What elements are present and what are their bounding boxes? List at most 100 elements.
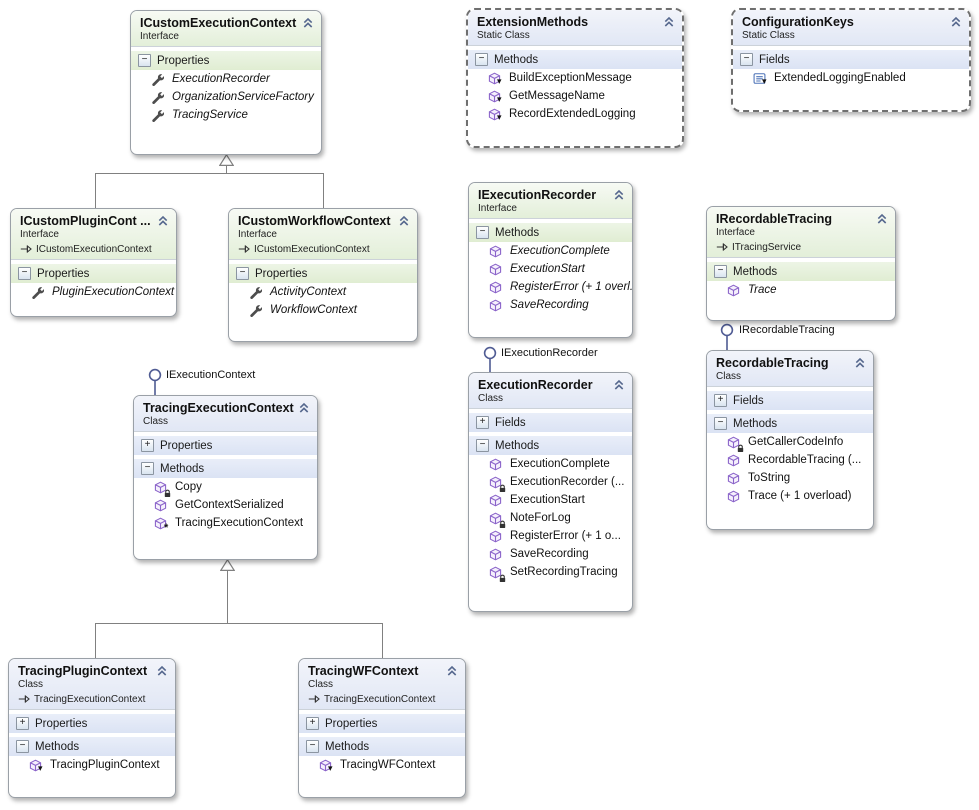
section-header-methods[interactable]: Methods — [299, 737, 465, 756]
collapse-minus-icon[interactable] — [476, 226, 489, 239]
double-chevron-up-icon[interactable] — [613, 379, 625, 391]
member-row[interactable]: ToString — [707, 469, 873, 487]
member-row[interactable]: NoteForLog — [469, 509, 632, 529]
section-header-fields[interactable]: Fields — [733, 50, 969, 69]
expand-plus-icon[interactable] — [16, 717, 29, 730]
expand-plus-icon[interactable] — [476, 416, 489, 429]
double-chevron-up-icon[interactable] — [156, 665, 168, 677]
base-type-row: ICustomExecutionContext — [20, 243, 156, 255]
box-header: RecordableTracing Class — [707, 351, 873, 387]
member-row[interactable]: GetCallerCodeInfo — [707, 433, 873, 453]
collapse-minus-icon[interactable] — [306, 740, 319, 753]
section-header-methods[interactable]: Methods — [9, 737, 175, 756]
section-header-fields[interactable]: Fields — [469, 413, 632, 432]
box-kind: Class — [18, 679, 44, 690]
section-header-fields[interactable]: Fields — [707, 391, 873, 410]
inheritance-arrow-icon — [20, 243, 32, 255]
section-header-methods[interactable]: Methods — [707, 414, 873, 433]
double-chevron-up-icon[interactable] — [663, 16, 675, 28]
member-row[interactable]: SaveRecording — [469, 296, 632, 314]
section-header-methods[interactable]: Methods — [468, 50, 682, 69]
double-chevron-up-icon[interactable] — [613, 189, 625, 201]
double-chevron-up-icon[interactable] — [854, 357, 866, 369]
collapse-minus-icon[interactable] — [236, 267, 249, 280]
member-row[interactable]: PluginExecutionContext — [11, 283, 176, 301]
class-box-extensionmethods[interactable]: ExtensionMethods Static Class Methods Bu… — [466, 8, 684, 148]
section-header-methods[interactable]: Methods — [469, 436, 632, 455]
member-row[interactable]: TracingPluginContext — [9, 756, 175, 774]
member-row[interactable]: GetMessageName — [468, 87, 682, 105]
member-row[interactable]: ExecutionStart — [469, 260, 632, 278]
collapse-minus-icon[interactable] — [714, 417, 727, 430]
member-row[interactable]: TracingExecutionContext — [134, 514, 317, 534]
section-header-properties[interactable]: Properties — [9, 714, 175, 733]
double-chevron-up-icon[interactable] — [157, 215, 169, 227]
member-row[interactable]: TracingService — [131, 106, 321, 124]
collapse-minus-icon[interactable] — [141, 462, 154, 475]
member-row[interactable]: Trace — [707, 281, 895, 299]
class-box-icustomworkflowcontext[interactable]: ICustomWorkflowContext Interface ICustom… — [228, 208, 418, 342]
member-row[interactable]: RecordExtendedLogging — [468, 105, 682, 123]
box-header: ExecutionRecorder Class — [469, 373, 632, 409]
class-box-icustomplugincontext[interactable]: ICustomPluginCont ... Interface ICustomE… — [10, 208, 177, 317]
class-box-tracingplugincontext[interactable]: TracingPluginContext Class TracingExecut… — [8, 658, 176, 798]
member-row[interactable]: ExecutionStart — [469, 491, 632, 509]
expand-plus-icon[interactable] — [306, 717, 319, 730]
section-header-methods[interactable]: Methods — [134, 459, 317, 478]
class-box-tracingexecutioncontext[interactable]: TracingExecutionContext Class Properties… — [133, 395, 318, 560]
member-row[interactable]: GetContextSerialized — [134, 496, 317, 514]
member-row[interactable]: ExtendedLoggingEnabled — [733, 69, 969, 87]
collapse-minus-icon[interactable] — [476, 439, 489, 452]
method-cube-icon — [489, 566, 506, 583]
class-box-recordabletracing[interactable]: RecordableTracing Class Fields Methods G… — [706, 350, 874, 530]
section-header-methods[interactable]: Methods — [469, 223, 632, 242]
member-row[interactable]: WorkflowContext — [229, 301, 417, 319]
double-chevron-up-icon[interactable] — [302, 17, 314, 29]
section-header-methods[interactable]: Methods — [707, 262, 895, 281]
member-row[interactable]: OrganizationServiceFactory — [131, 88, 321, 106]
member-row[interactable]: TracingWFContext — [299, 756, 465, 774]
member-row[interactable]: Trace (+ 1 overload) — [707, 487, 873, 505]
class-box-tracingwfcontext[interactable]: TracingWFContext Class TracingExecutionC… — [298, 658, 466, 798]
member-row[interactable]: RegisterError (+ 1 overl... — [469, 278, 632, 296]
section-header-properties[interactable]: Properties — [134, 436, 317, 455]
section-header-properties[interactable]: Properties — [11, 264, 176, 283]
member-row[interactable]: ExecutionComplete — [469, 242, 632, 260]
member-row[interactable]: RecordableTracing (... — [707, 451, 873, 469]
collapse-minus-icon[interactable] — [138, 54, 151, 67]
double-chevron-up-icon[interactable] — [446, 665, 458, 677]
collapse-minus-icon[interactable] — [18, 267, 31, 280]
section-header-properties[interactable]: Properties — [229, 264, 417, 283]
section-header-properties[interactable]: Properties — [299, 714, 465, 733]
double-chevron-up-icon[interactable] — [876, 213, 888, 225]
double-chevron-up-icon[interactable] — [950, 16, 962, 28]
expand-plus-icon[interactable] — [714, 394, 727, 407]
member-row[interactable]: ExecutionRecorder — [131, 70, 321, 88]
expand-plus-icon[interactable] — [141, 439, 154, 452]
collapse-minus-icon[interactable] — [475, 53, 488, 66]
double-chevron-up-icon[interactable] — [398, 215, 410, 227]
double-chevron-up-icon[interactable] — [298, 402, 310, 414]
member-row[interactable]: ExecutionComplete — [469, 455, 632, 473]
member-row[interactable]: RegisterError (+ 1 o... — [469, 527, 632, 545]
lollipop-label: IExecutionContext — [166, 369, 256, 381]
member-row[interactable]: SetRecordingTracing — [469, 563, 632, 583]
member-row[interactable]: BuildExceptionMessage — [468, 69, 682, 87]
collapse-minus-icon[interactable] — [16, 740, 29, 753]
member-row[interactable]: ExecutionRecorder (... — [469, 473, 632, 493]
method-cube-icon — [489, 299, 502, 312]
class-box-iexecutionrecorder[interactable]: IExecutionRecorder Interface Methods Exe… — [468, 182, 633, 338]
class-box-executionrecorder[interactable]: ExecutionRecorder Class Fields Methods E… — [468, 372, 633, 612]
class-box-icustomexecutioncontext[interactable]: ICustomExecutionContext Interface Proper… — [130, 10, 322, 155]
class-box-configurationkeys[interactable]: ConfigurationKeys Static Class Fields Ex… — [731, 8, 971, 112]
collapse-minus-icon[interactable] — [740, 53, 753, 66]
down-arrow-icon — [762, 76, 771, 89]
method-cube-icon — [727, 436, 744, 453]
class-box-irecordabletracing[interactable]: IRecordableTracing Interface ITracingSer… — [706, 206, 896, 321]
method-cube-icon — [489, 512, 506, 529]
collapse-minus-icon[interactable] — [714, 265, 727, 278]
section-header-properties[interactable]: Properties — [131, 51, 321, 70]
member-row[interactable]: SaveRecording — [469, 545, 632, 563]
member-row[interactable]: ActivityContext — [229, 283, 417, 301]
member-row[interactable]: Copy — [134, 478, 317, 498]
